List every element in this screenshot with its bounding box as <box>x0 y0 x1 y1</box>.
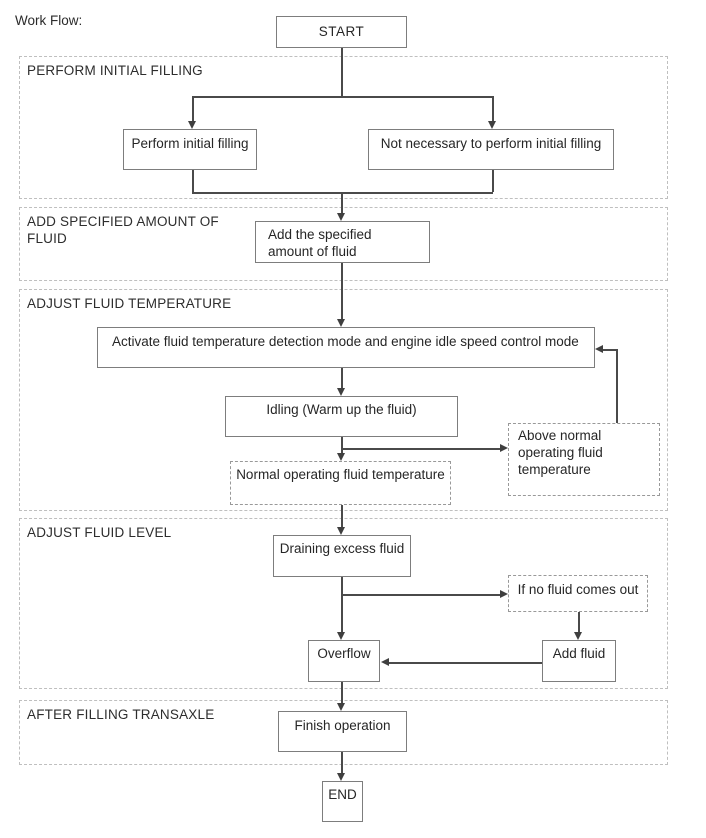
connector-merge-down <box>341 192 343 213</box>
arrowhead-into-not-necessary <box>488 121 496 129</box>
connector-finish-down <box>341 752 343 773</box>
page-title: Work Flow: <box>15 13 83 28</box>
section-label: AFTER FILLING TRANSAXLE <box>27 707 215 722</box>
connector-activate-down <box>341 368 343 388</box>
section-adjust-fluid-temperature: ADJUST FLUID TEMPERATURE <box>19 289 668 511</box>
connector-add-fluid-to-overflow <box>389 662 542 664</box>
arrowhead-into-draining <box>337 527 345 535</box>
node-finish-operation: Finish operation <box>278 711 407 752</box>
connector-not-necessary-out <box>492 170 494 192</box>
section-label: ADD SPECIFIED AMOUNT OF FLUID <box>27 214 219 246</box>
connector-normal-temp-down <box>341 505 343 527</box>
start-node: START <box>276 16 407 48</box>
connector-to-above-normal <box>342 448 500 450</box>
node-not-necessary: Not necessary to perform initial filling <box>368 129 614 170</box>
node-idling: Idling (Warm up the fluid) <box>225 396 458 437</box>
end-node: END <box>322 781 363 822</box>
connector-add-specified-down <box>341 263 343 319</box>
connector-start-down <box>341 48 343 96</box>
arrowhead-into-normal-temp <box>337 453 345 461</box>
node-add-specified-amount: Add the specified amount of fluid <box>255 221 430 263</box>
connector-feedback-top <box>603 349 617 351</box>
section-perform-initial-filling: PERFORM INITIAL FILLING <box>19 56 668 199</box>
section-add-specified-amount: ADD SPECIFIED AMOUNT OF FLUID <box>19 207 668 281</box>
arrowhead-into-finish <box>337 703 345 711</box>
node-perform-initial-filling: Perform initial filling <box>123 129 257 170</box>
connector-draining-down <box>341 577 343 632</box>
section-after-filling-transaxle: AFTER FILLING TRANSAXLE <box>19 700 668 765</box>
node-if-no-fluid: If no fluid comes out <box>508 575 648 612</box>
section-label: ADJUST FLUID LEVEL <box>27 525 172 540</box>
arrowhead-into-overflow <box>337 632 345 640</box>
section-label: PERFORM INITIAL FILLING <box>27 63 203 78</box>
connector-feedback-up <box>616 349 618 423</box>
arrowhead-into-add-fluid <box>573 632 582 640</box>
connector-branch-merge <box>192 192 493 194</box>
node-overflow: Overflow <box>308 640 380 682</box>
connector-branch-right-drop <box>492 96 494 121</box>
connector-branch-left-drop <box>192 96 194 121</box>
connector-overflow-down <box>341 682 343 703</box>
connector-idling-down <box>341 437 343 453</box>
node-draining-excess-fluid: Draining excess fluid <box>273 535 411 577</box>
arrowhead-feedback-into-activate <box>595 344 603 353</box>
section-adjust-fluid-level: ADJUST FLUID LEVEL <box>19 518 668 689</box>
node-above-normal-temp: Above normal operating fluid temperature <box>508 423 660 496</box>
arrowhead-into-if-no-fluid <box>500 589 508 598</box>
node-normal-temp: Normal operating fluid temperature <box>230 461 451 505</box>
arrowhead-into-overflow-side <box>381 657 389 666</box>
section-label: ADJUST FLUID TEMPERATURE <box>27 296 232 311</box>
arrowhead-into-above-normal <box>500 443 508 452</box>
connector-branch-top <box>192 96 493 98</box>
node-add-fluid: Add fluid <box>542 640 616 682</box>
connector-if-no-fluid-down <box>578 612 580 632</box>
arrowhead-into-activate-mode <box>337 319 345 327</box>
arrowhead-into-idling <box>337 388 345 396</box>
arrowhead-into-perform <box>188 121 196 129</box>
connector-perform-out <box>192 170 194 192</box>
connector-to-if-no-fluid <box>342 594 500 596</box>
arrowhead-into-add-specified <box>337 213 345 221</box>
node-activate-mode: Activate fluid temperature detection mod… <box>97 327 595 368</box>
arrowhead-into-end <box>337 773 345 781</box>
